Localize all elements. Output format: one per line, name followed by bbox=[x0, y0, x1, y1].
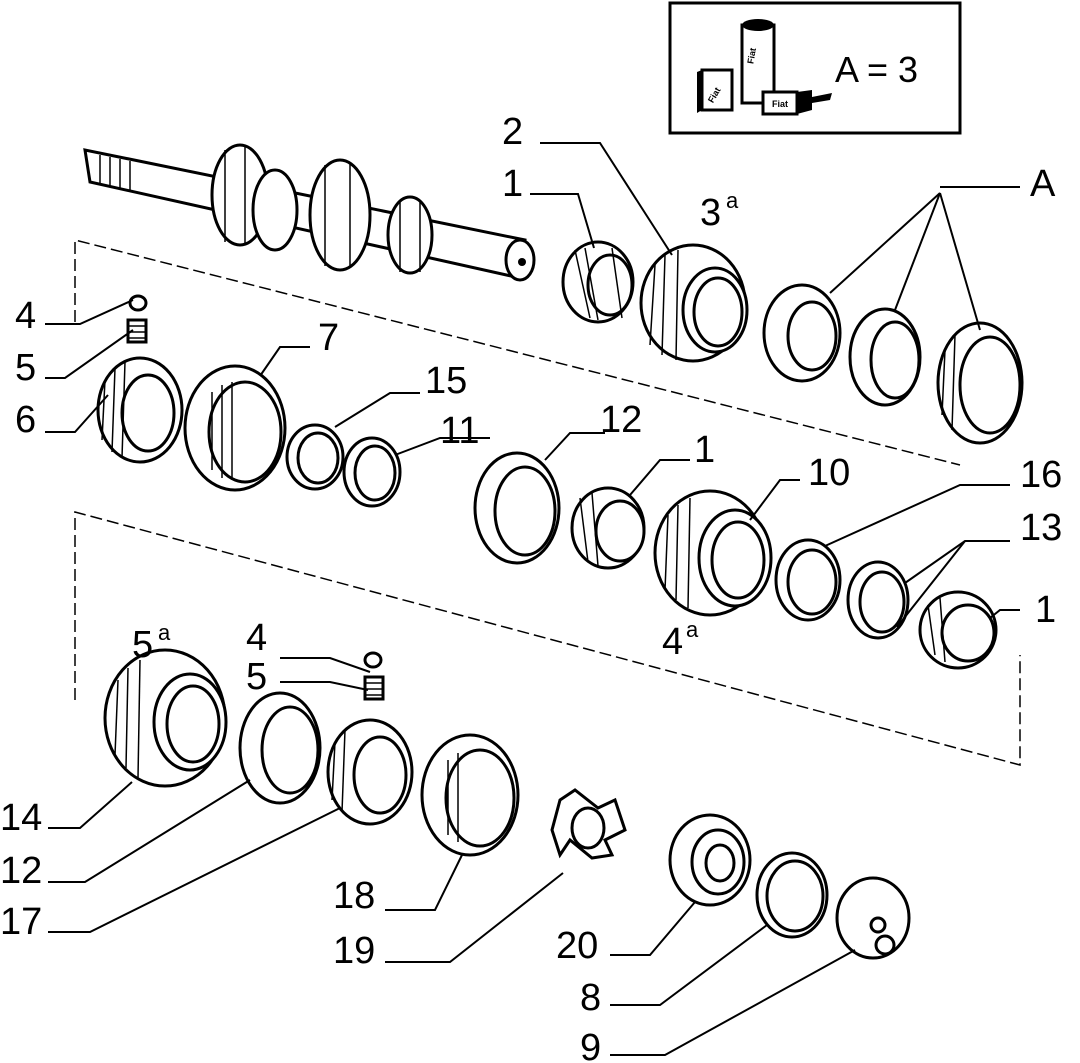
label-13: 13 bbox=[1020, 507, 1062, 549]
dashed-envelope-upper bbox=[74, 239, 961, 466]
label-3rd-superscript: a bbox=[726, 188, 739, 213]
callout-labels: 2 1 3 a A 4 5 6 7 15 11 12 1 10 16 13 1 … bbox=[0, 111, 1062, 1063]
label-16: 16 bbox=[1020, 454, 1062, 496]
spring-5b bbox=[363, 675, 385, 701]
gear-5th bbox=[103, 648, 228, 788]
label-5th-number: 5 bbox=[132, 624, 153, 666]
label-8: 8 bbox=[580, 977, 601, 1019]
label-4th-number: 4 bbox=[662, 621, 683, 663]
thrust-washer-16 bbox=[774, 538, 842, 622]
nut-plate-9 bbox=[835, 876, 911, 960]
label-1-row1: 1 bbox=[502, 163, 523, 205]
synchro-ring-A2 bbox=[848, 307, 922, 407]
mainshaft bbox=[83, 143, 536, 282]
label-7: 7 bbox=[318, 317, 339, 359]
synchro-ring-12a bbox=[473, 451, 561, 565]
label-15: 15 bbox=[425, 360, 467, 402]
synchro-ring-A1 bbox=[762, 283, 842, 383]
label-4th-superscript: a bbox=[686, 617, 699, 642]
tube-label: Fiat bbox=[745, 47, 758, 65]
grease-tube-icon bbox=[740, 23, 776, 105]
label-18: 18 bbox=[333, 875, 375, 917]
sleeve-7 bbox=[183, 364, 287, 492]
label-9: 9 bbox=[580, 1027, 601, 1063]
detent-ball-4a bbox=[128, 294, 148, 312]
label-19: 19 bbox=[333, 930, 375, 972]
needle-bearing-1a bbox=[561, 240, 635, 324]
gear-4th bbox=[653, 489, 773, 617]
label-3rd-number: 3 bbox=[700, 192, 721, 234]
needle-bearing-1b bbox=[570, 486, 646, 570]
label-11: 11 bbox=[440, 410, 479, 452]
bearing-20 bbox=[668, 813, 752, 907]
label-10: 10 bbox=[808, 452, 850, 494]
ring-11 bbox=[342, 436, 402, 508]
label-12-row4: 12 bbox=[0, 850, 42, 892]
carton-label: Fiat bbox=[772, 99, 788, 109]
label-12-row3: 12 bbox=[600, 399, 642, 441]
synchro-hub-17 bbox=[326, 718, 414, 826]
synchro-ring-12b bbox=[238, 691, 322, 805]
label-6: 6 bbox=[15, 399, 36, 441]
synchro-hub-6 bbox=[96, 356, 184, 464]
inset-formula: A = 3 bbox=[835, 49, 918, 90]
synchro-ring-A3 bbox=[936, 321, 1024, 445]
label-2: 2 bbox=[502, 111, 523, 153]
label-5-top: 5 bbox=[15, 347, 36, 389]
dashed-envelope-lower bbox=[74, 511, 1021, 766]
label-A: A bbox=[1030, 163, 1056, 205]
detent-ball-4b bbox=[363, 651, 383, 669]
label-20: 20 bbox=[556, 925, 598, 967]
label-4-bottom: 4 bbox=[246, 617, 267, 659]
inset-box: Fiat Fiat Fiat A = 3 bbox=[668, 1, 962, 135]
snap-ring-15 bbox=[285, 423, 345, 491]
shim-8 bbox=[755, 851, 829, 939]
label-5-bottom: 5 bbox=[246, 656, 267, 698]
needle-bearing-1c bbox=[918, 590, 998, 670]
leader-lines bbox=[45, 142, 1020, 1056]
label-4-top: 4 bbox=[15, 295, 36, 337]
label-1-row3-end: 1 bbox=[1035, 589, 1056, 631]
label-1-row3: 1 bbox=[694, 429, 715, 471]
locking-plate-19 bbox=[550, 788, 627, 860]
half-rings-13 bbox=[846, 560, 910, 640]
label-17: 17 bbox=[0, 901, 42, 943]
sleeve-18 bbox=[420, 733, 520, 857]
label-14: 14 bbox=[0, 797, 42, 839]
label-5th-superscript: a bbox=[158, 620, 171, 645]
gear-3rd bbox=[639, 243, 749, 363]
